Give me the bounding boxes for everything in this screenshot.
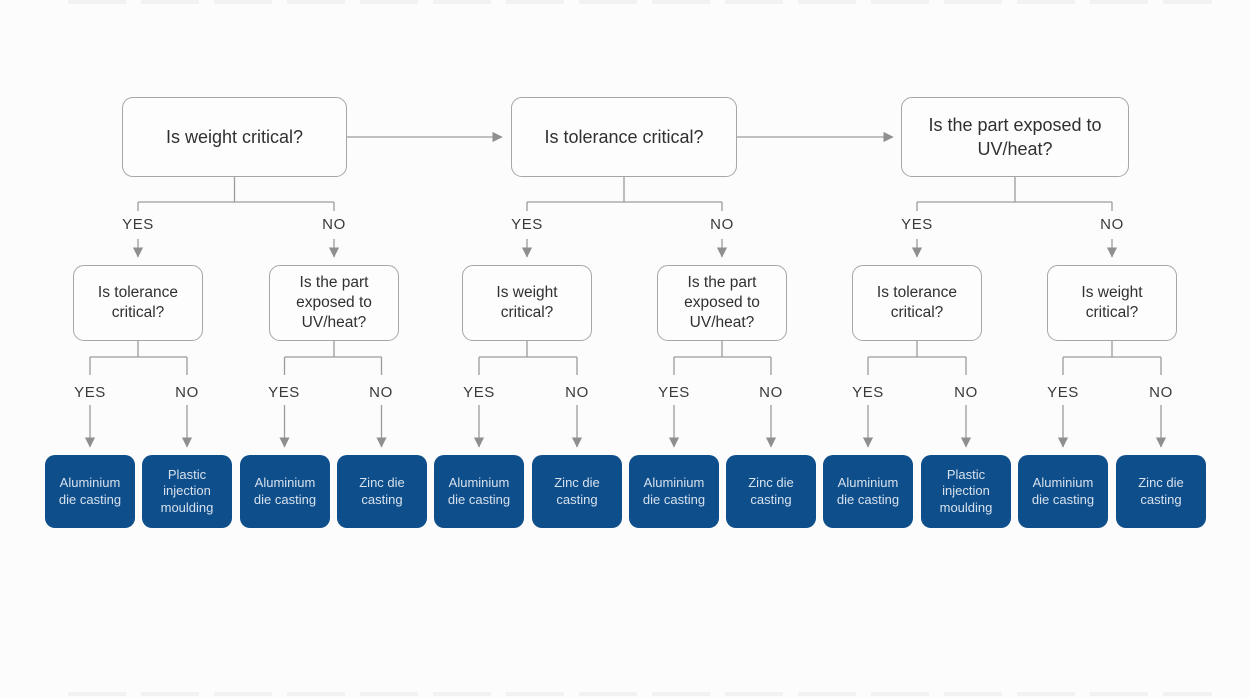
branch-label-yes: YES [901,216,933,233]
result-node: Zinc die casting [726,455,816,528]
decision-sub-uv-heat: Is the part exposed to UV/heat? [657,265,787,341]
decision-sub-weight: Is weight critical? [462,265,592,341]
top-edge-strip [68,0,1212,4]
branch-label-no: NO [565,384,589,401]
branch-label-yes: YES [852,384,884,401]
result-node: Zinc die casting [337,455,427,528]
result-node: Aluminium die casting [1018,455,1108,528]
result-node: Aluminium die casting [434,455,524,528]
branch-label-yes: YES [658,384,690,401]
result-node: Zinc die casting [532,455,622,528]
branch-label-yes: YES [1047,384,1079,401]
result-node: Plastic injection moulding [921,455,1011,528]
branch-label-no: NO [322,216,346,233]
result-node: Aluminium die casting [45,455,135,528]
result-node: Plastic injection moulding [142,455,232,528]
branch-label-no: NO [369,384,393,401]
decision-root-uv-heat: Is the part exposed to UV/heat? [901,97,1129,177]
decision-sub-uv-heat: Is the part exposed to UV/heat? [269,265,399,341]
branch-label-no: NO [1149,384,1173,401]
decision-root-weight: Is weight critical? [122,97,347,177]
branch-label-no: NO [759,384,783,401]
result-node: Aluminium die casting [240,455,330,528]
branch-label-no: NO [710,216,734,233]
result-node: Zinc die casting [1116,455,1206,528]
branch-label-no: NO [954,384,978,401]
decision-sub-tolerance: Is tolerance critical? [852,265,982,341]
result-node: Aluminium die casting [823,455,913,528]
branch-label-yes: YES [511,216,543,233]
decision-sub-tolerance: Is tolerance critical? [73,265,203,341]
branch-label-no: NO [1100,216,1124,233]
branch-label-yes: YES [463,384,495,401]
branch-label-no: NO [175,384,199,401]
branch-label-yes: YES [74,384,106,401]
bottom-edge-strip [68,692,1212,696]
decision-sub-weight: Is weight critical? [1047,265,1177,341]
result-node: Aluminium die casting [629,455,719,528]
branch-label-yes: YES [268,384,300,401]
branch-label-yes: YES [122,216,154,233]
decision-root-tolerance: Is tolerance critical? [511,97,737,177]
